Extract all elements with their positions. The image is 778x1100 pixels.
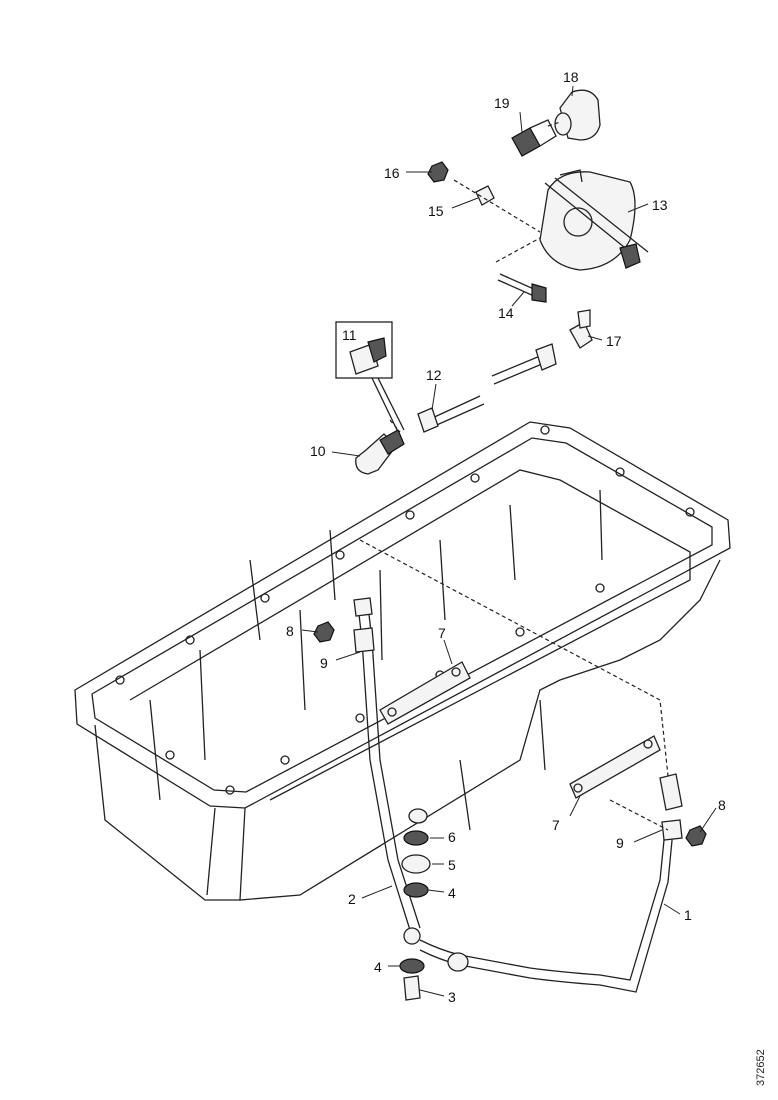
- part-11-detail-box: [335, 321, 405, 433]
- reference-code: 372652: [755, 1049, 767, 1086]
- part-1-pipe: [419, 773, 683, 993]
- callout-numbers: 18 19 16 15 13 14 17 11 12 10 8 9 7 8 7 …: [286, 69, 726, 1005]
- part-15-sleeve: [475, 185, 495, 206]
- callout-10: 10: [310, 443, 326, 459]
- callout-11: 11: [342, 327, 357, 343]
- callout-13: 13: [652, 197, 668, 213]
- callout-2: 2: [348, 891, 356, 907]
- part-18-elbow: [554, 89, 601, 141]
- callout-8-lower: 8: [718, 797, 726, 813]
- callout-7-upper: 7: [438, 625, 446, 641]
- alignment-lines: [359, 121, 669, 831]
- callout-15: 15: [428, 203, 444, 219]
- part-8-nut-lower: [685, 825, 707, 847]
- callout-1: 1: [684, 907, 692, 923]
- callout-18: 18: [563, 69, 579, 85]
- callout-19: 19: [494, 95, 510, 111]
- part-13-housing: [539, 169, 649, 271]
- oil-pan: [74, 421, 731, 901]
- callout-8-upper: 8: [286, 623, 294, 639]
- callout-14: 14: [498, 305, 514, 321]
- callout-6: 6: [448, 829, 456, 845]
- callout-9-lower: 9: [616, 835, 624, 851]
- part-7-bracket-lower: [569, 735, 661, 799]
- part-7-bracket-upper: [379, 661, 471, 725]
- callout-17: 17: [606, 333, 622, 349]
- part-17-elbow: [569, 309, 593, 349]
- callout-9-upper: 9: [320, 655, 328, 671]
- part-12-tube: [417, 343, 557, 433]
- callout-5: 5: [448, 857, 456, 873]
- part-10-elbow: [355, 429, 405, 475]
- washer-stack: [399, 808, 431, 1001]
- callout-7-lower: 7: [552, 817, 560, 833]
- part-8-nut-upper: [313, 621, 335, 643]
- leader-lines: [301, 85, 717, 997]
- part-16-nut: [427, 161, 449, 183]
- callout-12: 12: [426, 367, 442, 383]
- part-2-pipe: [353, 597, 421, 931]
- part-19-fitting: [511, 119, 557, 157]
- callout-4-lower: 4: [374, 959, 382, 975]
- callout-3: 3: [448, 989, 456, 1005]
- part-14-bolt: [497, 273, 547, 303]
- callout-16: 16: [384, 165, 400, 181]
- callout-4-upper: 4: [448, 885, 456, 901]
